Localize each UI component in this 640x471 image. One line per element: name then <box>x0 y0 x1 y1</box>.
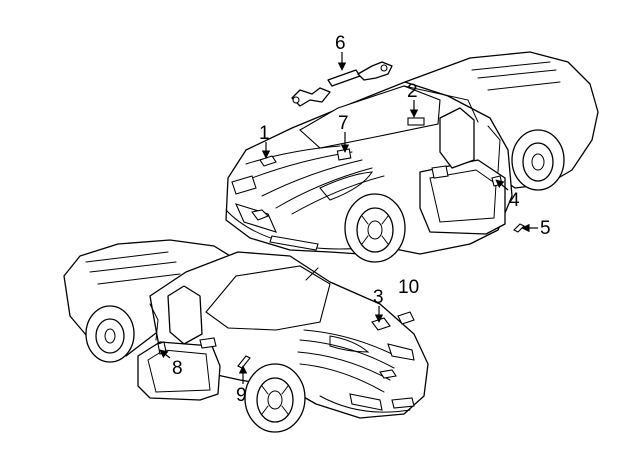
callout-4: 4 <box>509 190 520 211</box>
callout-leaders <box>159 52 538 384</box>
part-6-key-assembly <box>291 61 393 107</box>
callout-5: 5 <box>540 218 551 239</box>
callout-6: 6 <box>335 33 346 54</box>
callout-3: 3 <box>373 287 384 308</box>
callout-numbers: 1 2 3 4 5 6 7 8 9 10 <box>172 33 551 406</box>
part-10-label <box>397 311 415 325</box>
top-car-illustration <box>225 51 599 263</box>
callout-1: 1 <box>259 123 270 144</box>
callout-8: 8 <box>172 358 183 379</box>
callout-2: 2 <box>407 81 418 102</box>
callout-7: 7 <box>338 113 349 134</box>
part-7-label <box>336 148 352 161</box>
part-2-label <box>407 117 425 126</box>
callout-10: 10 <box>398 277 419 298</box>
callout-9: 9 <box>236 385 247 406</box>
bottom-car-illustration <box>63 239 429 433</box>
